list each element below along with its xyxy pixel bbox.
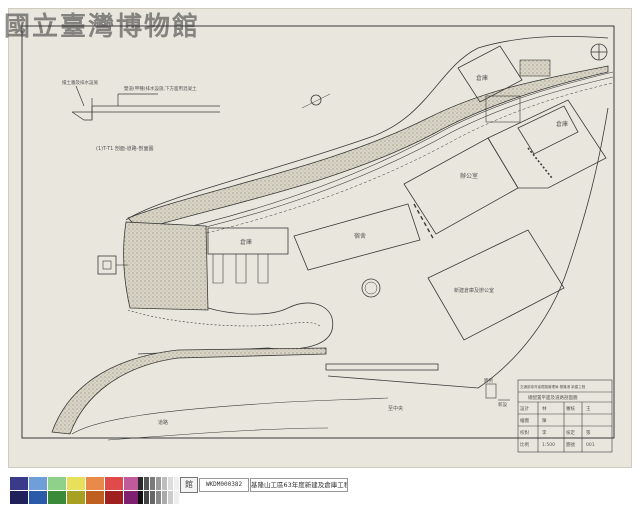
stippled-yard-west	[123, 221, 209, 311]
tb-cell: 圖號	[566, 441, 575, 448]
section-detail	[71, 85, 220, 121]
tb-cell: 校對	[520, 429, 529, 436]
legend-note: 新設	[498, 401, 507, 408]
color-swatch	[124, 491, 142, 504]
color-swatch	[144, 477, 149, 490]
rail-line-3	[157, 82, 614, 245]
museum-logo: 館	[180, 477, 198, 493]
building-east	[487, 99, 607, 189]
tb-cell: 核定	[566, 429, 575, 436]
color-swatch	[29, 491, 47, 504]
color-swatch	[86, 477, 104, 490]
tb-cell: 審核	[566, 405, 575, 412]
tb-cell: 王	[586, 406, 591, 412]
legend-box	[485, 383, 497, 399]
color-swatch	[156, 491, 161, 504]
label-central-building: 辦公室	[460, 172, 478, 180]
label-road-right: 至中央	[388, 405, 403, 412]
building-west	[207, 227, 289, 255]
rail-line-2	[149, 76, 614, 241]
embankment-upper	[127, 65, 609, 231]
color-swatch	[168, 477, 173, 490]
color-swatch	[29, 477, 47, 490]
label-long-building: 宿舍	[354, 232, 366, 240]
section-note: 雙道(甲種)排水設施,下方面用混凝土	[124, 85, 197, 92]
gatehouse	[97, 255, 117, 275]
archive-code: WKDM000382	[199, 478, 249, 492]
color-swatch	[48, 491, 66, 504]
title-block-project: 交通部臺灣省鐵路管理局 基隆港 新建工程	[520, 384, 586, 389]
color-swatch	[67, 491, 85, 504]
color-swatch	[156, 477, 161, 490]
color-swatch	[162, 477, 167, 490]
rail-line-1	[147, 71, 614, 237]
title-block	[517, 379, 613, 453]
site-plan-drawing: (1)T-T1 剖面-道路-剖面圖 雙道(甲種)排水設施,下方面用混凝土 擋土牆…	[21, 25, 615, 453]
color-swatch	[105, 477, 123, 490]
color-swatch	[168, 491, 173, 504]
archive-title: 基隆山工區63年度新建及倉庫工程	[250, 478, 348, 492]
tb-cell: 李	[542, 429, 547, 436]
label-east-building: 倉庫	[556, 120, 568, 128]
roundabout	[361, 278, 381, 298]
loop-road-inner	[137, 302, 334, 355]
color-swatch	[10, 491, 28, 504]
color-swatch	[138, 491, 143, 504]
tb-cell: 林	[542, 405, 547, 412]
color-swatch	[10, 477, 28, 490]
label-road-lower: 道路	[158, 419, 168, 426]
building-south	[427, 229, 565, 341]
road-lower-stippled	[51, 347, 327, 435]
color-swatch	[174, 491, 179, 504]
label-north-building: 倉庫	[476, 74, 488, 82]
blueprint-sheet: (1)T-T1 剖面-道路-剖面圖 雙道(甲種)排水設施,下方面用混凝土 擋土牆…	[8, 8, 632, 468]
parking-bays	[212, 254, 269, 284]
section-note-2: 擋土牆及排水設施	[62, 79, 98, 86]
label-west-building: 倉庫	[240, 238, 252, 246]
color-swatch	[138, 477, 143, 490]
compass-marker	[310, 94, 322, 106]
legend-label: 圖例	[484, 377, 493, 384]
bridge	[325, 363, 439, 371]
color-swatch	[174, 477, 179, 490]
road-lower-edge	[71, 397, 389, 435]
tb-cell: 繪圖	[520, 417, 529, 424]
color-swatch	[67, 477, 85, 490]
color-swatch	[144, 491, 149, 504]
building-east-inner	[517, 105, 579, 155]
color-swatch	[48, 477, 66, 490]
color-swatch	[124, 477, 142, 490]
color-swatch	[150, 491, 155, 504]
color-swatch	[162, 491, 167, 504]
tb-cell: 1:500	[542, 442, 555, 448]
color-calibration-strip	[0, 474, 640, 516]
tb-cell: 001	[586, 442, 595, 448]
color-swatch	[150, 477, 155, 490]
building-central	[403, 137, 519, 235]
hill-contour-outer	[125, 35, 609, 221]
building-north	[457, 45, 523, 103]
color-swatch	[86, 491, 104, 504]
section-title: (1)T-T1 剖面-道路-剖面圖	[96, 145, 153, 152]
hill-contour-east	[327, 107, 609, 389]
building-long	[293, 203, 421, 271]
tb-cell: 陳	[542, 417, 547, 424]
drawing-frame	[21, 25, 615, 439]
tb-cell: 設計	[520, 405, 529, 412]
color-swatch	[105, 491, 123, 504]
tb-cell: 比例	[520, 441, 529, 448]
tb-cell: 張	[586, 430, 591, 436]
label-south-building: 新建倉庫及辦公室	[454, 287, 494, 294]
title-block-drawing: 總配置平面及道路剖面圖	[528, 394, 578, 401]
